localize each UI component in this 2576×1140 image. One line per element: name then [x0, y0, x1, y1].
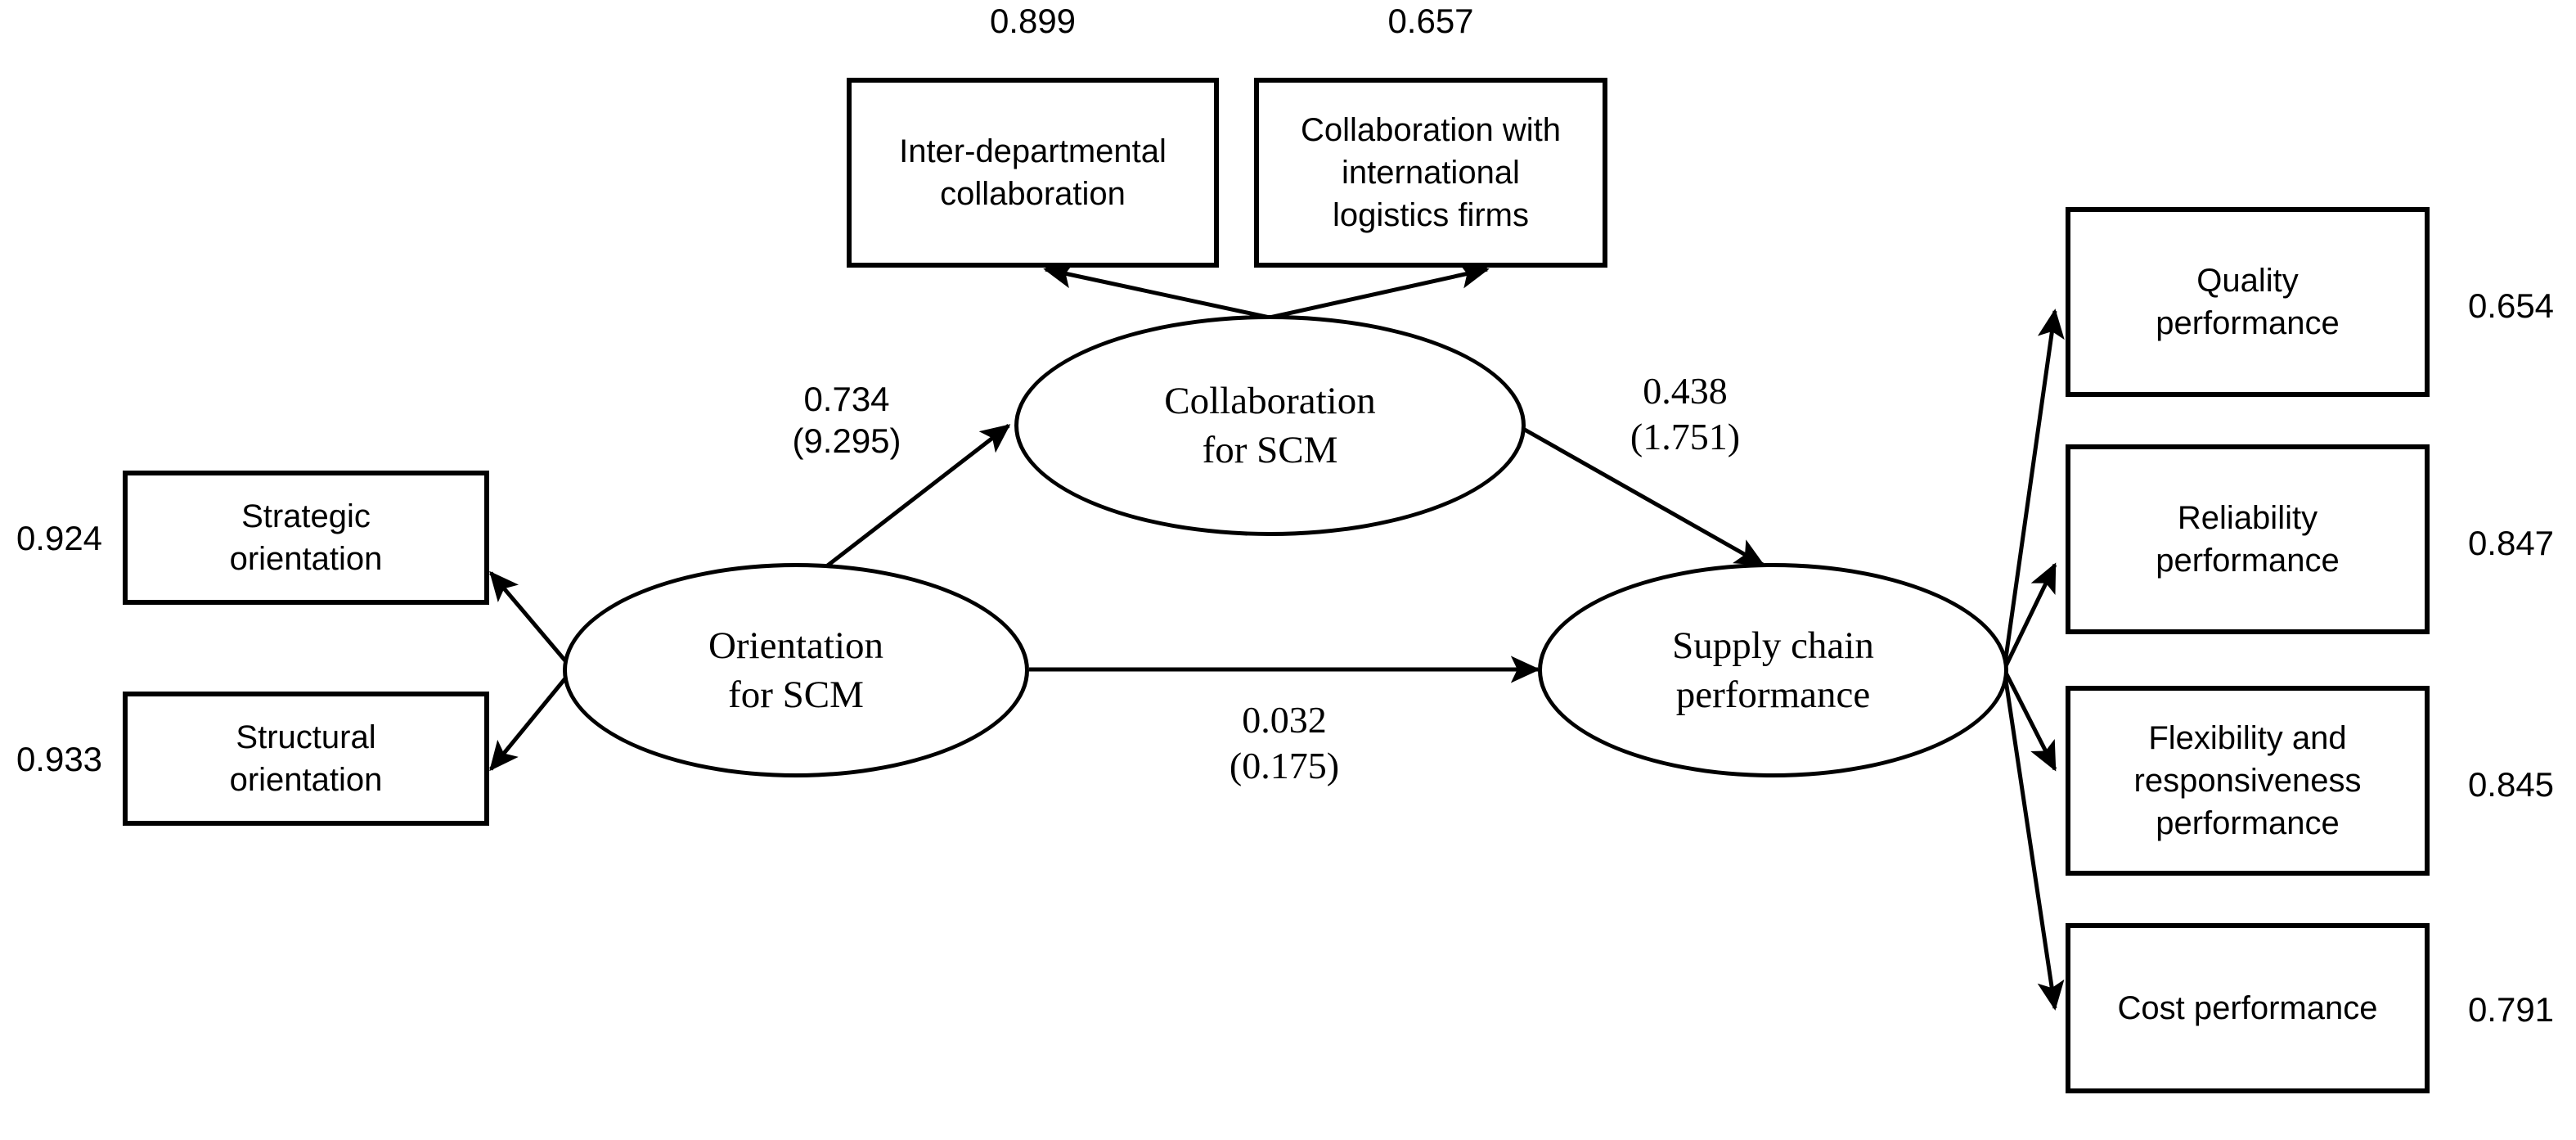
indicator-box-quality-performance[interactable]: Quality performance: [2066, 207, 2430, 397]
path-collaboration-to-interdept: [1043, 261, 1270, 320]
indicator-label: Reliability performance: [2156, 500, 2340, 579]
path-collaboration-to-performance: [1516, 423, 1765, 567]
path-performance-to-cost: [2002, 669, 2065, 1011]
indicator-box-strategic-orientation[interactable]: Strategic orientation: [123, 471, 489, 605]
loading-label-collaboration-with-international-logistics-firms: 0.657: [1387, 2, 1474, 40]
latent-label: Orientation for SCM: [708, 624, 884, 716]
path-orientation-to-structural: [489, 668, 574, 772]
loading-label-quality-performance: 0.654: [2467, 286, 2555, 325]
loading-label-inter-departmental-collaboration: 0.899: [989, 2, 1077, 40]
indicator-box-structural-orientation[interactable]: Structural orientation: [123, 692, 489, 826]
indicator-label: Structural orientation: [229, 719, 383, 798]
path-label-orientation-to-performance: 0.032 (0.175): [1229, 699, 1340, 787]
indicator-label: Strategic orientation: [229, 498, 383, 577]
indicator-box-flexibility-and-responsiveness-performance[interactable]: Flexibility and responsiveness performan…: [2066, 686, 2430, 876]
indicator-box-cost-performance[interactable]: Cost performance: [2066, 923, 2430, 1093]
path-orientation-to-strategic: [489, 570, 574, 671]
path-orientation-to-collaboration: [816, 424, 1011, 575]
path-performance-to-quality: [2002, 309, 2065, 670]
indicator-label: Inter-departmental collaboration: [899, 133, 1167, 212]
indicator-label: Flexibility and responsiveness performan…: [2133, 720, 2362, 841]
latent-node-orientation-for-scm[interactable]: Orientation for SCM: [563, 563, 1029, 777]
path-label-orientation-to-collaboration: 0.734 (9.295): [792, 380, 901, 461]
latent-label: Supply chain performance: [1672, 624, 1874, 716]
path-label-collaboration-to-performance: 0.438 (1.751): [1630, 370, 1741, 458]
indicator-box-reliability-performance[interactable]: Reliability performance: [2066, 444, 2430, 634]
indicator-box-inter-departmental-collaboration[interactable]: Inter-departmental collaboration: [847, 78, 1219, 268]
loading-label-reliability-performance: 0.847: [2467, 524, 2555, 562]
latent-label: Collaboration for SCM: [1164, 379, 1376, 471]
loading-label-flexibility-and-responsiveness-performance: 0.845: [2467, 765, 2555, 804]
path-collaboration-to-intl-logistics: [1269, 262, 1490, 320]
indicator-label: Quality performance: [2156, 263, 2340, 341]
loading-label-structural-orientation: 0.933: [16, 740, 103, 778]
latent-node-collaboration-for-scm[interactable]: Collaboration for SCM: [1014, 315, 1526, 536]
indicator-label: Cost performance: [2117, 990, 2378, 1026]
path-performance-to-reliability: [2002, 562, 2057, 671]
latent-node-supply-chain-performance[interactable]: Supply chain performance: [1538, 563, 2008, 777]
indicator-box-collaboration-with-international-logistics-firms[interactable]: Collaboration with international logisti…: [1254, 78, 1607, 268]
loading-label-strategic-orientation: 0.924: [16, 519, 103, 557]
loading-label-cost-performance: 0.791: [2467, 990, 2555, 1029]
path-performance-to-flexibility: [2002, 668, 2057, 772]
indicator-label: Collaboration with international logisti…: [1301, 112, 1561, 233]
